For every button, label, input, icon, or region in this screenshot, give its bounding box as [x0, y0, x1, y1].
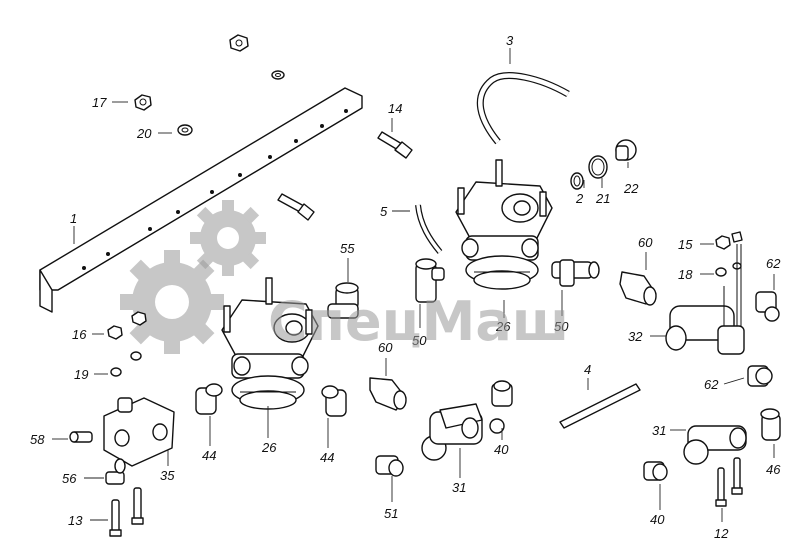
- leader-lines: [52, 48, 775, 522]
- callout-60-right: 60: [638, 235, 653, 250]
- elbow-44-right: [321, 385, 347, 417]
- callout-2: 2: [575, 191, 584, 206]
- callout-5: 5: [380, 204, 388, 219]
- tee-32: [665, 286, 745, 355]
- elbow-40-center: [489, 380, 513, 434]
- callout-16: 16: [72, 327, 87, 342]
- nut-16b: [131, 311, 147, 326]
- nut-top: [229, 34, 249, 52]
- watermark-gear-small: [190, 200, 266, 276]
- bolt-upper-right: [731, 231, 743, 330]
- callout-40-right: 40: [650, 512, 665, 527]
- tee-31-center: [421, 403, 483, 461]
- washer-19: [110, 367, 122, 377]
- callout-3: 3: [506, 33, 514, 48]
- callout-22: 22: [623, 181, 639, 196]
- hose-5: [415, 204, 443, 254]
- callout-55: 55: [340, 241, 355, 256]
- callout-50-right: 50: [554, 319, 569, 334]
- callout-17: 17: [92, 95, 107, 110]
- callout-56: 56: [62, 471, 77, 486]
- elbow-46: [760, 408, 781, 441]
- watermark-text: СпецМаш: [268, 290, 569, 353]
- valve-26-left: [221, 277, 319, 410]
- callout-44-left: 44: [202, 448, 216, 463]
- elbow-62-upper: [755, 291, 780, 322]
- callout-26-right: 26: [495, 319, 511, 334]
- plug-22: [615, 139, 637, 161]
- connector-60-center: [369, 377, 407, 411]
- elbow-44-left: [195, 383, 223, 415]
- bolt-12-right: [731, 457, 743, 495]
- callout-35: 35: [160, 468, 175, 483]
- bolt-14-lower: [277, 193, 315, 221]
- washer-top: [271, 70, 285, 80]
- elbow-40-right: [643, 461, 668, 481]
- callout-58: 58: [30, 432, 45, 447]
- bolt-14-upper: [377, 131, 413, 159]
- callout-62-upper: 62: [766, 256, 781, 271]
- o-ring-2: [570, 172, 584, 190]
- o-ring-21: [588, 155, 608, 179]
- bolt-12-left: [715, 467, 727, 507]
- nut-15: [715, 235, 731, 250]
- callout-26-left: 26: [261, 440, 277, 455]
- fitting-58: [69, 431, 93, 443]
- hose-3: [476, 72, 570, 145]
- callout-14: 14: [388, 101, 402, 116]
- fitting-50-right: [551, 259, 600, 287]
- callout-4: 4: [584, 362, 591, 377]
- elbow-62-lower: [747, 365, 773, 387]
- washer-19b: [130, 351, 142, 361]
- rod-4: [559, 383, 641, 429]
- bracket-bar: [39, 87, 363, 313]
- fitting-56: [105, 458, 126, 485]
- callout-15: 15: [678, 237, 693, 252]
- callout-19: 19: [74, 367, 88, 382]
- callout-46: 46: [766, 462, 781, 477]
- callout-50-left: 50: [412, 333, 427, 348]
- bolt-13-left: [109, 499, 122, 537]
- washer-18: [715, 267, 727, 277]
- callout-32: 32: [628, 329, 643, 344]
- elbow-51: [375, 455, 404, 477]
- callout-40-center: 40: [494, 442, 509, 457]
- tee-31-right: [683, 425, 747, 465]
- callout-60-center: 60: [378, 340, 393, 355]
- fitting-55: [327, 282, 359, 319]
- valve-26-right: [455, 159, 553, 290]
- callout-31-right: 31: [652, 423, 666, 438]
- callout-13: 13: [68, 513, 83, 528]
- callout-labels: 3 14 17 20 1 5 2 21 22 55 60 15 18 62 16…: [30, 33, 781, 541]
- nut-16: [107, 325, 123, 340]
- callout-20: 20: [136, 126, 152, 141]
- body-35: [103, 397, 175, 467]
- callout-62-lower: 62: [704, 377, 719, 392]
- connector-60-right: [619, 271, 657, 306]
- callout-31-center: 31: [452, 480, 466, 495]
- callout-21: 21: [595, 191, 610, 206]
- callout-44-right: 44: [320, 450, 334, 465]
- fitting-50-left: [415, 258, 445, 303]
- callout-1: 1: [70, 211, 77, 226]
- callout-51: 51: [384, 506, 398, 521]
- callout-18: 18: [678, 267, 693, 282]
- callout-12: 12: [714, 526, 729, 541]
- nut-17: [134, 94, 152, 111]
- washer-20: [177, 124, 193, 136]
- bolt-13-right: [131, 487, 144, 525]
